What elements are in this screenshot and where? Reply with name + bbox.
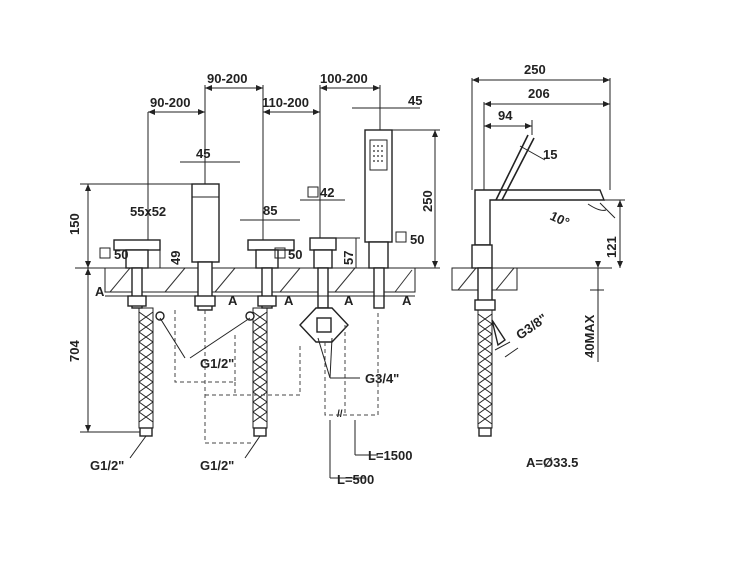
dim-100-200: 100-200 [320, 71, 368, 86]
dim-45-handshower: 45 [408, 93, 422, 108]
dim-15: 15 [543, 147, 557, 162]
section-a4: A [344, 293, 354, 308]
l500: L=500 [337, 472, 374, 487]
dim-110-200: 110-200 [262, 95, 309, 110]
square-markers [99, 186, 407, 259]
dim-50-a: 50 [114, 247, 128, 262]
spout [191, 183, 220, 311]
svg-text://: // [337, 409, 343, 420]
l1500: L=1500 [368, 448, 412, 463]
left-valve [113, 239, 161, 309]
center-valve [247, 239, 295, 309]
shower-nozzle-dots [373, 145, 383, 162]
dim-42: 42 [320, 185, 334, 200]
dim-206: 206 [528, 86, 550, 101]
dim-40max: 40MAX [582, 314, 597, 358]
dim-704: 704 [67, 340, 82, 362]
dim-55x52: 55x52 [130, 204, 166, 219]
dim-90-200-left: 90-200 [150, 95, 190, 110]
dim-49: 49 [168, 251, 183, 265]
dimension-lines-left [80, 85, 440, 433]
g38: G3/8" [513, 310, 550, 342]
hose-length-leaders: // [329, 409, 378, 479]
dim-94: 94 [498, 108, 513, 123]
dim-250-height: 250 [420, 190, 435, 212]
hand-shower [364, 129, 393, 309]
g12-c: G1/2" [200, 458, 234, 473]
dim-57: 57 [341, 251, 356, 265]
deck-section [75, 267, 440, 293]
g34: G3/4" [365, 371, 399, 386]
diverter [299, 237, 349, 343]
dashed-connections [174, 310, 379, 444]
side-view [451, 78, 625, 437]
section-a1: A [95, 284, 105, 299]
section-a3: A [284, 293, 294, 308]
dim-85: 85 [263, 203, 277, 218]
g12-b: G1/2" [90, 458, 124, 473]
section-a5: A [402, 293, 412, 308]
dim-50-b: 50 [288, 247, 302, 262]
dim-50-c: 50 [410, 232, 424, 247]
dim-45-spout: 45 [196, 146, 210, 161]
dim-250-width: 250 [524, 62, 546, 77]
dim-10: 10° [548, 208, 572, 230]
arrowheads [85, 77, 623, 432]
section-a2: A [228, 293, 238, 308]
dimension-labels: 90-200 100-200 90-200 110-200 45 45 55x5… [67, 62, 619, 487]
hoses [138, 307, 268, 437]
a-diameter: A=Ø33.5 [526, 455, 578, 470]
dim-121: 121 [604, 236, 619, 258]
dim-150: 150 [67, 213, 82, 235]
g12-a: G1/2" [200, 356, 234, 371]
dim-90-200-top: 90-200 [207, 71, 247, 86]
thread-leaders [129, 317, 360, 459]
